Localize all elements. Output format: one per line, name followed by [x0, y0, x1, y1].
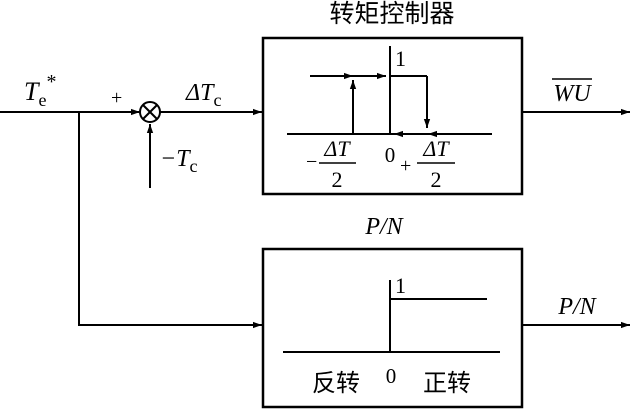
feedback-label: −Tc: [160, 146, 198, 176]
direction-level-1: 1: [395, 273, 406, 298]
neg-denominator: 2: [332, 167, 343, 192]
direction-zero: 0: [386, 364, 397, 388]
neg-delta-t: ΔT: [323, 136, 351, 161]
neg-sign: −: [306, 151, 317, 173]
hysteresis-zero: 0: [385, 143, 396, 167]
forward-label: 正转: [423, 369, 471, 397]
error-signal-label: ΔTc: [185, 80, 221, 110]
summing-plus-sign: +: [111, 87, 122, 109]
pn-output-label: P/N: [557, 294, 597, 320]
summing-junction: [139, 101, 161, 123]
pos-sign: +: [400, 155, 411, 177]
reverse-label: 反转: [312, 369, 360, 397]
wu-output-label: WU: [553, 81, 592, 107]
hysteresis-level-1: 1: [395, 46, 406, 71]
torque-controller-box: [261, 36, 524, 196]
direction-step-plot: [283, 280, 500, 353]
pos-denominator: 2: [431, 167, 442, 192]
direction-block-box: [261, 247, 524, 409]
branch-line: [78, 112, 262, 329]
input-signal-label: Te*: [24, 71, 56, 110]
torque-controller-title: 转矩控制器: [329, 0, 454, 28]
pos-delta-t: ΔT: [422, 136, 450, 161]
direction-block-title: P/N: [364, 214, 404, 240]
hysteresis-plot: [287, 46, 492, 138]
